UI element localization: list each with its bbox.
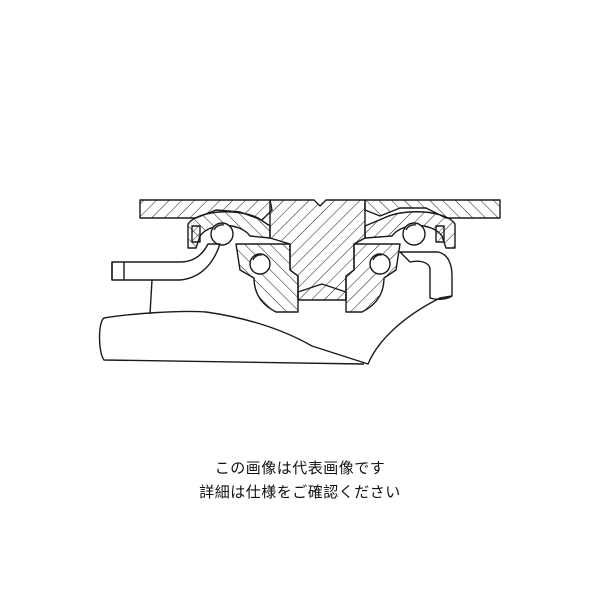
- lower-raceway-left: [235, 243, 299, 313]
- lower-ball-right-highlight: [372, 254, 383, 261]
- upper-ball-left: [210, 222, 234, 246]
- wheel-outline: [103, 295, 453, 365]
- upper-ball-right-highlight: [405, 224, 417, 231]
- fork-leg: [149, 279, 153, 315]
- wheel-bottom-edge: [98, 317, 365, 365]
- caption-line-2: 詳細は仕様をご確認ください: [199, 483, 401, 501]
- retainer-right: [435, 225, 445, 243]
- upper-ball-right: [402, 222, 426, 246]
- top-plate-right: [364, 199, 501, 219]
- lower-raceway-right: [345, 243, 401, 313]
- yoke-left-arm: [111, 243, 221, 281]
- lower-ball-left: [249, 253, 271, 275]
- lower-ball-right: [369, 253, 391, 275]
- yoke-right-arm: [399, 251, 453, 301]
- upper-ball-left-highlight: [213, 224, 225, 231]
- lower-ball-left-highlight: [252, 254, 263, 261]
- caption-line-1: この画像は代表画像です: [214, 459, 386, 477]
- yoke-left-tab: [111, 262, 125, 280]
- retainer-left: [191, 225, 201, 243]
- upper-raceway-left: [187, 211, 271, 249]
